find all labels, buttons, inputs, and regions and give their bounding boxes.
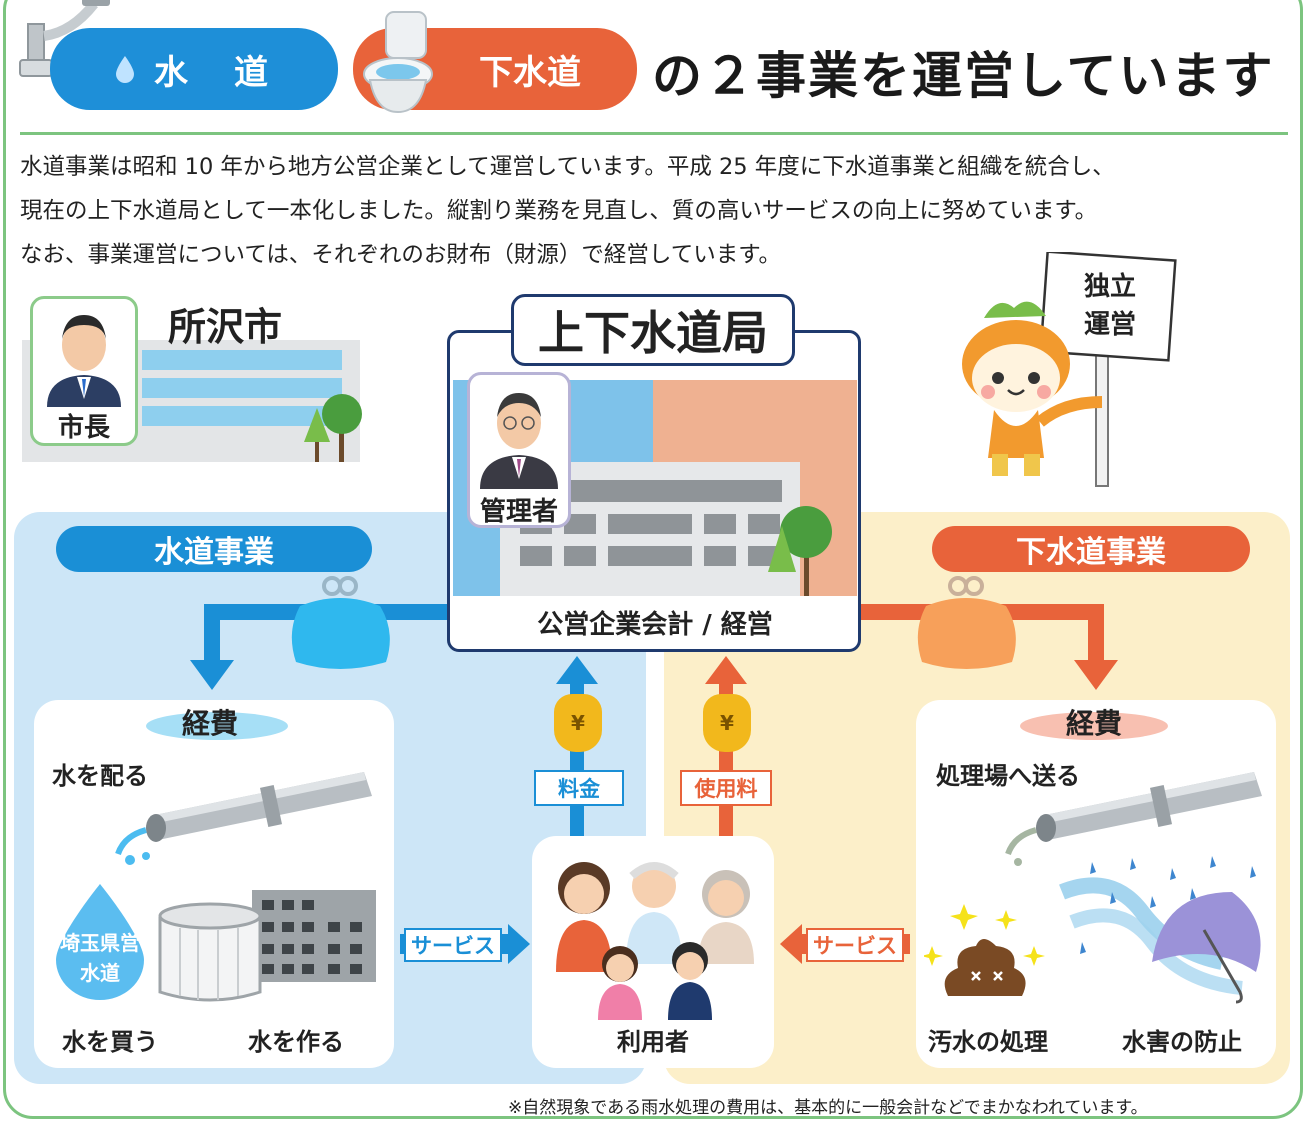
rain-umbrella-icon <box>1059 856 1261 1004</box>
mayor-avatar <box>47 315 121 407</box>
water-distribute-label: 水を配る <box>52 762 148 790</box>
manager-avatar <box>480 393 558 489</box>
water-expense-ellipse <box>146 712 288 740</box>
intro-text: 水道事業は昭和 10 年から地方公営企業として運営しています。平成 25 年度に… <box>20 145 1290 277</box>
sewer-expense-label: 経費 <box>1066 707 1123 740</box>
prefecture-water-label: 埼玉県営 水道 <box>52 928 148 988</box>
water-money-bag-icon: ¥ <box>554 694 602 752</box>
manager-label: 管理者 <box>479 497 558 527</box>
water-pipe-icon <box>115 772 372 865</box>
page-frame <box>3 0 1303 1119</box>
tree-icon <box>304 394 362 462</box>
sewer-service-tag: サービス <box>806 928 904 962</box>
sewer-pill-label: 下水道 <box>479 52 581 93</box>
users-label: 利用者 <box>617 1028 689 1056</box>
manager-card: 管理者 <box>467 372 571 528</box>
sewer-fee-tag: 使用料 <box>680 770 772 806</box>
water-plant-icon <box>158 890 376 1002</box>
window-band <box>142 350 342 370</box>
page-title: の２事業を運営しています <box>652 47 1275 105</box>
sewer-purse-icon <box>917 576 1016 669</box>
water-pill-label: 水 道 <box>154 52 274 93</box>
mayor-card: 市長 <box>30 296 138 446</box>
prefecture-line-1: 埼玉県営 <box>60 931 140 955</box>
sewer-send-label: 処理場へ送る <box>936 762 1080 790</box>
mascot-sign: 独立 運営 <box>1070 268 1150 344</box>
intro-line-3: なお、事業運営については、それぞれのお財布（財源）で経営しています。 <box>20 242 781 268</box>
intro-line-1: 水道事業は昭和 10 年から地方公営企業として運営しています。平成 25 年度に… <box>20 154 1115 180</box>
sewer-money-bag-icon: ¥ <box>703 694 751 752</box>
make-water-label: 水を作る <box>248 1028 344 1056</box>
prefecture-line-2: 水道 <box>80 961 120 985</box>
bureau-title: 上下水道局 <box>511 294 795 366</box>
faucet-icon <box>19 0 110 77</box>
water-fee-tag: 料金 <box>534 770 624 806</box>
water-purse-icon <box>291 576 390 669</box>
sewer-business-title: 下水道事業 <box>932 526 1250 572</box>
sewage-icon <box>924 904 1045 996</box>
window-band <box>142 406 342 426</box>
water-pill: 水 道 <box>50 28 338 110</box>
mayor-label: 市長 <box>57 413 110 443</box>
sewage-treatment-label: 汚水の処理 <box>928 1028 1048 1056</box>
water-drop-icon <box>116 56 134 83</box>
users-family-icon <box>556 862 754 1020</box>
mascot-character <box>962 252 1177 487</box>
water-drop-large-icon <box>56 884 144 1000</box>
footnote: ※自然現象である雨水処理の費用は、基本的に一般会計などでまかなわれています。 <box>508 1098 1148 1118</box>
water-service-tag: サービス <box>404 928 502 962</box>
sewer-pipe-icon <box>1005 772 1262 866</box>
sewer-expense-ellipse <box>1020 712 1168 740</box>
water-expense-card <box>34 700 394 1068</box>
buy-water-label: 水を買う <box>62 1028 158 1056</box>
mascot-sign-line-2: 運営 <box>1083 310 1136 340</box>
intro-line-2: 現在の上下水道局として一本化しました。縦割り業務を見直し、質の高いサービスの向上… <box>20 198 1098 224</box>
title-divider <box>20 132 1288 135</box>
bureau-accounting: 公営企業会計 / 経営 <box>537 609 773 640</box>
water-expense-label: 経費 <box>182 707 239 740</box>
toilet-icon <box>363 11 433 114</box>
water-business-title: 水道事業 <box>56 526 372 572</box>
window-band <box>142 378 342 398</box>
flood-prevention-label: 水害の防止 <box>1122 1028 1242 1056</box>
city-name: 所沢市 <box>168 305 283 349</box>
mascot-sign-line-1: 独立 <box>1083 272 1136 302</box>
